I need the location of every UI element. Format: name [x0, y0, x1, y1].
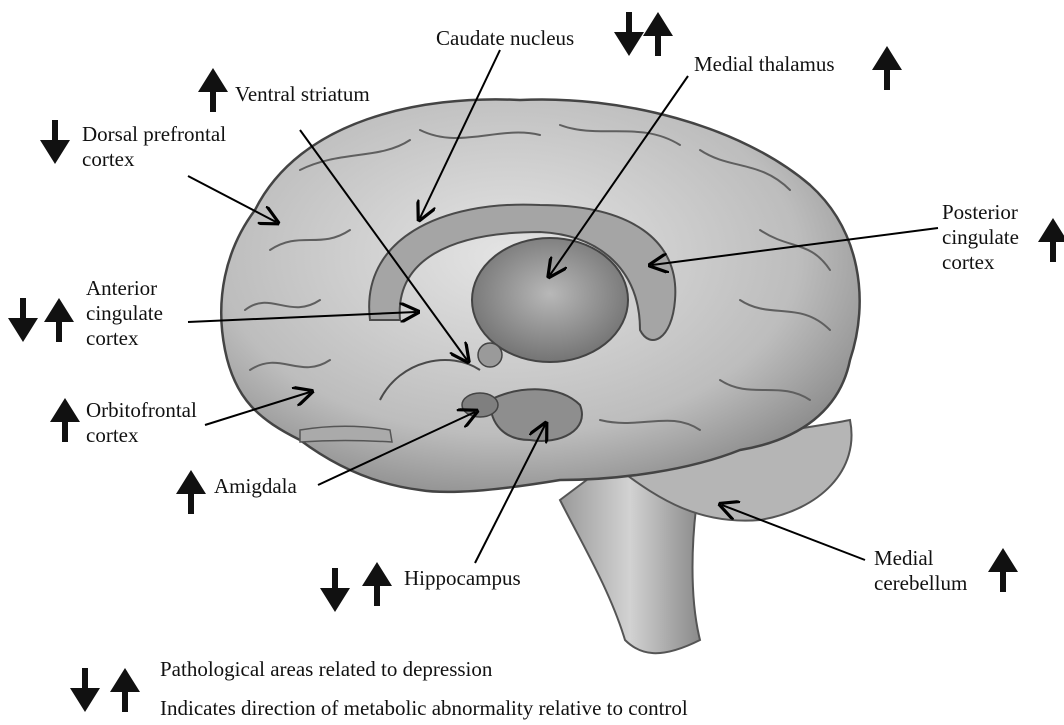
pointer-posterior-cingulate	[652, 228, 938, 265]
up-arrow-icon	[44, 298, 74, 342]
pointer-caudate	[420, 50, 500, 218]
up-arrow-icon	[50, 398, 80, 442]
legend-line-1: Pathological areas related to depression	[160, 657, 492, 682]
label-medial-thalamus: Medial thalamus	[694, 52, 835, 77]
down-arrow-icon	[8, 298, 38, 342]
legend-line-2: Indicates direction of metabolic abnorma…	[160, 696, 688, 721]
pointer-orbitofrontal	[205, 392, 310, 425]
down-arrow-icon	[320, 568, 350, 612]
up-arrow-icon	[643, 12, 673, 56]
legend-down-arrow-icon	[70, 668, 100, 712]
up-arrow-icon	[176, 470, 206, 514]
label-orbitofrontal: Orbitofrontal cortex	[86, 398, 197, 448]
pointer-thalamus	[550, 76, 688, 275]
up-arrow-icon	[614, 12, 644, 56]
label-medial-cerebellum: Medial cerebellum	[874, 546, 967, 596]
label-hippocampus: Hippocampus	[404, 566, 521, 591]
down-arrow-icon	[40, 120, 70, 164]
up-arrow-icon	[1038, 218, 1064, 262]
label-dorsal-prefrontal: Dorsal prefrontal cortex	[82, 122, 226, 172]
up-arrow-icon	[872, 46, 902, 90]
pointer-hippocampus	[475, 425, 545, 563]
label-posterior-cingulate: Posterior cingulate cortex	[942, 200, 1019, 275]
pointer-amigdala	[318, 412, 475, 485]
legend-up-arrow-icon	[110, 668, 140, 712]
up-arrow-icon	[988, 548, 1018, 592]
up-arrow-icon	[198, 68, 228, 112]
label-anterior-cingulate: Anterior cingulate cortex	[86, 276, 163, 351]
up-arrow-icon	[362, 562, 392, 606]
label-ventral-striatum: Ventral striatum	[235, 82, 370, 107]
label-amigdala: Amigdala	[214, 474, 297, 499]
pointer-ventral-striatum	[300, 130, 467, 360]
label-caudate-nucleus: Caudate nucleus	[436, 26, 574, 51]
pointer-dorsal-prefrontal	[188, 176, 276, 222]
pointer-cerebellum	[722, 505, 865, 560]
pointer-anterior-cingulate	[188, 312, 416, 322]
